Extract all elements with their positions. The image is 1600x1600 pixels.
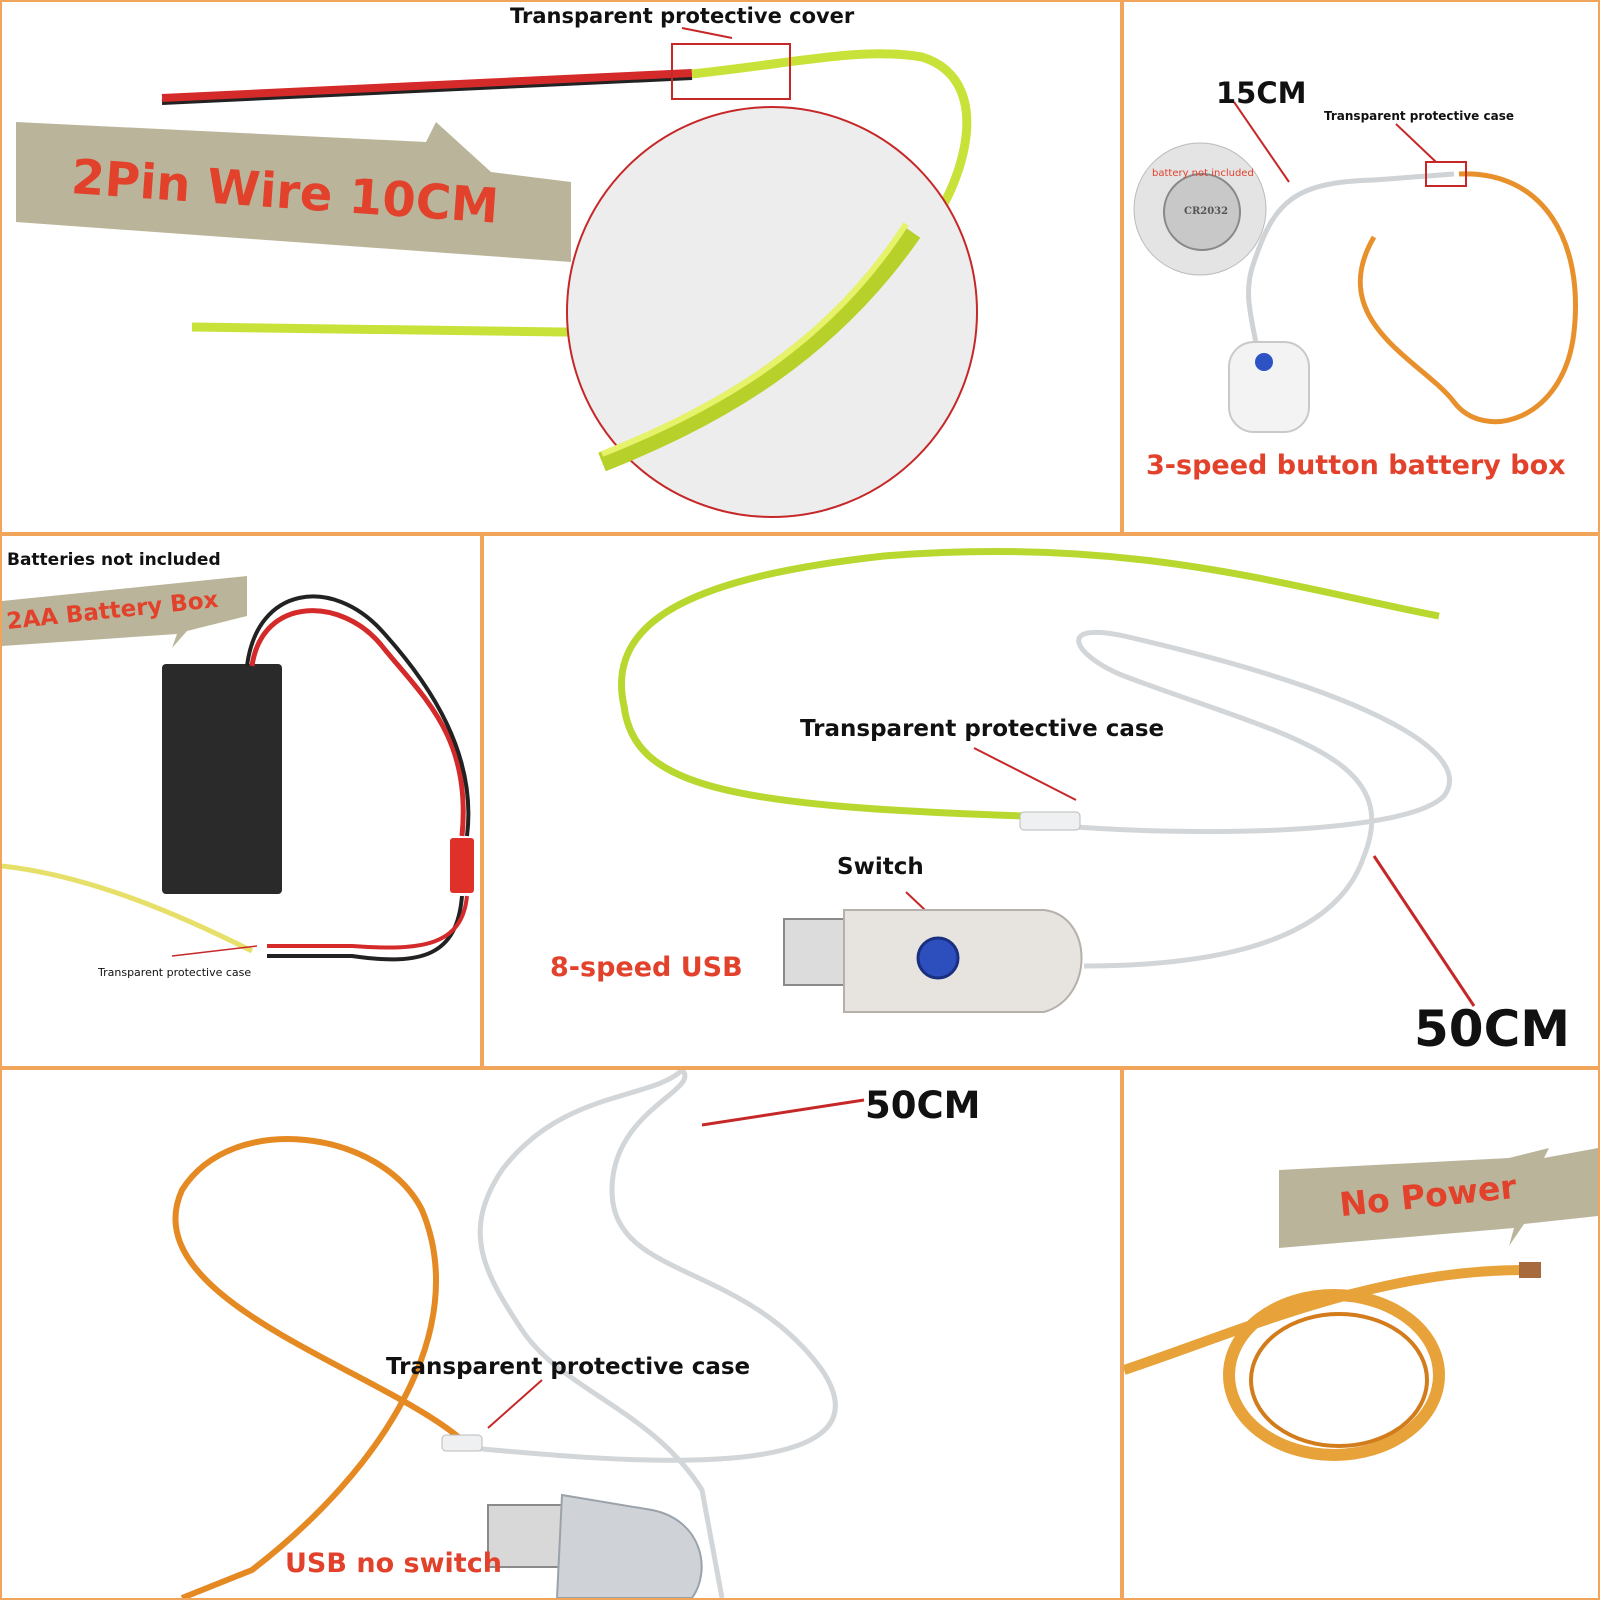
no-power-banner: No Power xyxy=(1279,1148,1598,1268)
banner-shape xyxy=(2,576,247,648)
panel-aa-battery-graphic xyxy=(2,594,474,962)
aa-box-banner: 2AA Battery Box xyxy=(2,576,252,648)
case-callout: Transparent protective case xyxy=(1324,109,1514,123)
panel-button-battery-box: 15CM Transparent protective case battery… xyxy=(1124,2,1598,532)
case-callout: Transparent protective case xyxy=(98,966,252,979)
panel-aa-battery-box: Batteries not included 2AA Battery Box T… xyxy=(2,536,480,1066)
battery-box-caption: 3-speed button battery box xyxy=(1146,450,1566,481)
panel-usb-no-switch: 50CM Transparent protective case USB no … xyxy=(2,1070,1120,1598)
panel-2pin-wire: Transparent protective cover 2Pin Wire 1… xyxy=(2,2,1120,532)
battery-box-button xyxy=(1255,353,1273,371)
switch-label: Switch xyxy=(837,854,924,880)
banner-shape xyxy=(16,122,571,262)
wire-length-banner: 2Pin Wire 10CM xyxy=(16,122,571,262)
banner-shape xyxy=(1279,1148,1598,1248)
case-callout: Transparent protective case xyxy=(386,1354,751,1380)
usb-no-switch-caption: USB no switch xyxy=(285,1548,502,1579)
panel-no-power-graphic xyxy=(1124,1262,1541,1461)
usb-plug xyxy=(487,1504,569,1568)
battery-model: CR2032 xyxy=(1184,206,1229,217)
cable-length-label: 50CM xyxy=(865,1084,981,1127)
panel-no-power: No Power xyxy=(1124,1070,1598,1598)
panel-2pin-wire-graphic xyxy=(161,27,978,518)
usb-caption: 8-speed USB xyxy=(550,952,743,983)
batteries-note: Batteries not included xyxy=(7,550,221,570)
usb-switch-button xyxy=(916,936,960,980)
panel-8-speed-usb-graphic xyxy=(618,547,1476,1013)
panel-usb-no-switch-graphic xyxy=(172,1070,865,1598)
case-callout: Transparent protective case xyxy=(800,716,1165,742)
cover-callout: Transparent protective cover xyxy=(510,4,855,28)
panel-button-battery-graphic xyxy=(1133,101,1578,433)
lead-length-label: 15CM xyxy=(1216,76,1307,110)
battery-note: battery not included xyxy=(1152,168,1254,179)
panel-8-speed-usb: Transparent protective case Switch 8-spe… xyxy=(484,536,1598,1066)
cable-length-label: 50CM xyxy=(1414,1000,1571,1058)
